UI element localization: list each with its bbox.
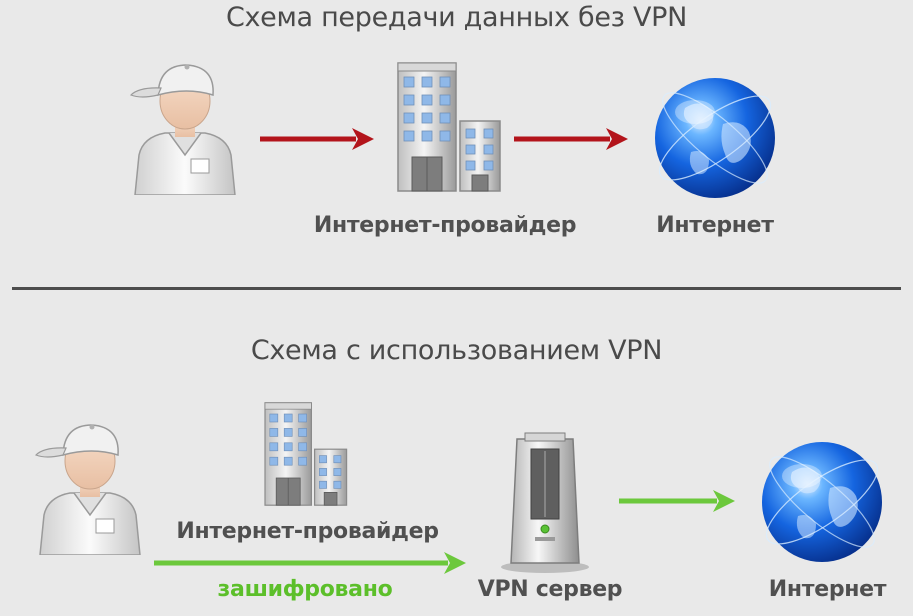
building-icon — [397, 62, 501, 192]
provider-label: Интернет-провайдер — [176, 519, 439, 544]
internet-label: Интернет — [768, 577, 887, 602]
server-icon — [500, 432, 590, 574]
building-icon — [264, 402, 348, 506]
vpn-server-label: VPN сервер — [477, 577, 623, 602]
globe-icon — [754, 441, 890, 563]
section2-title: Схема с использованием VPN — [250, 335, 663, 366]
user-icon — [130, 63, 236, 195]
arrow-right-icon — [514, 128, 628, 150]
user-icon — [35, 423, 141, 555]
internet-label: Интернет — [656, 213, 774, 238]
section-divider — [12, 287, 901, 290]
provider-label: Интернет-провайдер — [313, 213, 577, 238]
arrow-right-icon — [619, 490, 735, 512]
globe-icon — [647, 77, 783, 199]
arrow-right-icon — [260, 128, 374, 150]
encrypted-label: зашифровано — [217, 577, 393, 602]
arrow-right-icon — [154, 552, 466, 574]
section1-title: Схема передачи данных без VPN — [225, 2, 688, 33]
